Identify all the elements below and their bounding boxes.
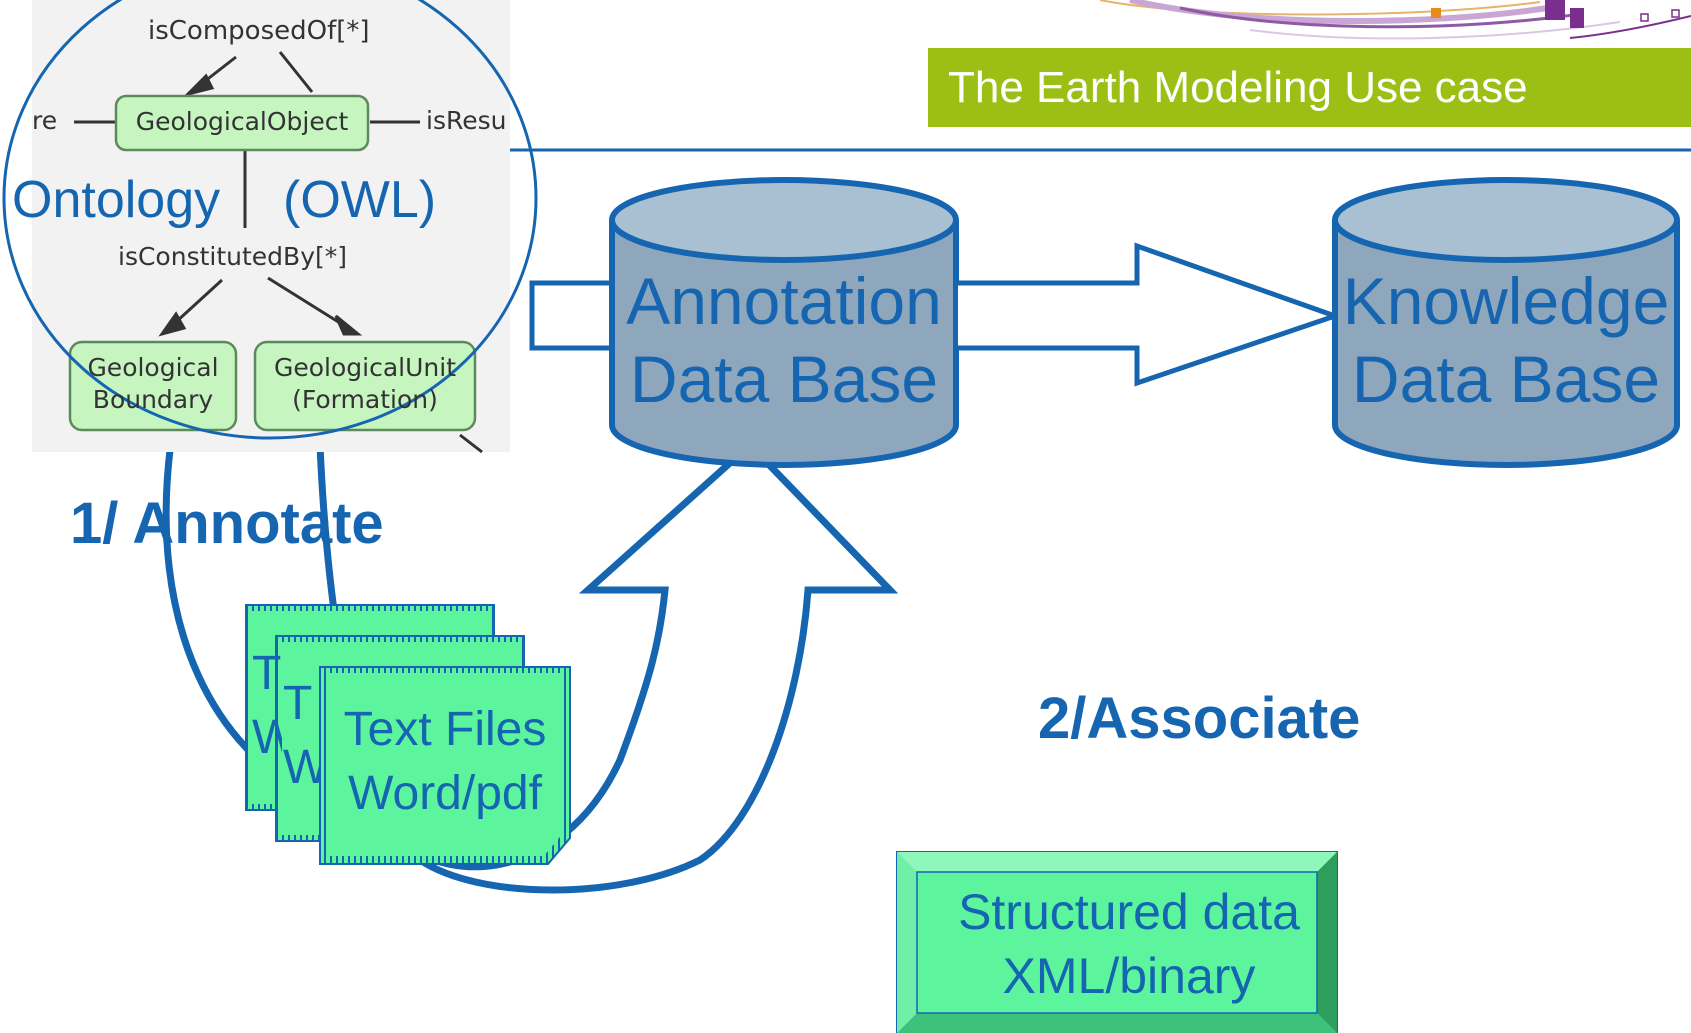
step-annotate-label: 1/ Annotate: [70, 491, 384, 556]
structured-data-box: [896, 851, 1338, 1033]
node-geological-object: [114, 94, 370, 152]
annotation-database-cylinder: [609, 177, 959, 468]
page-title-banner: The Earth Modeling Use case: [928, 48, 1691, 127]
logo-square-orange: [1431, 8, 1441, 18]
step-associate-label: 2/Associate: [1038, 686, 1361, 751]
knowledge-database-cylinder: [1332, 177, 1680, 468]
document-front-text: Text Files Word/pdf: [343, 703, 547, 820]
document-back-2-text: T W: [252, 647, 282, 764]
ontology-label: Ontology: [12, 171, 221, 229]
page-title: The Earth Modeling Use case: [948, 63, 1528, 112]
logo-square-purple-small: [1570, 8, 1584, 28]
relation-left-fragment: re: [32, 106, 58, 135]
logo-square-purple-large: [1545, 0, 1565, 20]
ontology-edges: [74, 51, 483, 454]
node-geological-object-label: GeologicalObject: [135, 107, 349, 136]
ontology-ellipse: [2, 0, 538, 440]
owl-label: (OWL): [283, 171, 437, 229]
structured-data-label: Structured data XML/binary: [958, 884, 1300, 1004]
node-geological-boundary: [68, 340, 238, 432]
document-stack: [245, 604, 571, 865]
annotation-database-label: Annotation Data Base: [626, 264, 942, 416]
node-geological-boundary-label: Geological Boundary: [87, 353, 219, 414]
node-geological-unit-label: GeologicalUnit (Formation): [273, 353, 456, 414]
annotation-to-knowledge-arrow: [958, 242, 1343, 387]
node-geological-unit: [253, 340, 477, 432]
relation-right-fragment: isResu: [426, 106, 506, 135]
knowledge-database-label: Knowledge Data Base: [1342, 264, 1670, 416]
relation-is-composed-of: isComposedOf[*]: [148, 16, 370, 46]
relation-is-constituted-by: isConstitutedBy[*]: [118, 242, 347, 271]
document-back-1-text: T W: [283, 677, 319, 794]
ontology-to-annotation-arrow: [529, 280, 612, 351]
